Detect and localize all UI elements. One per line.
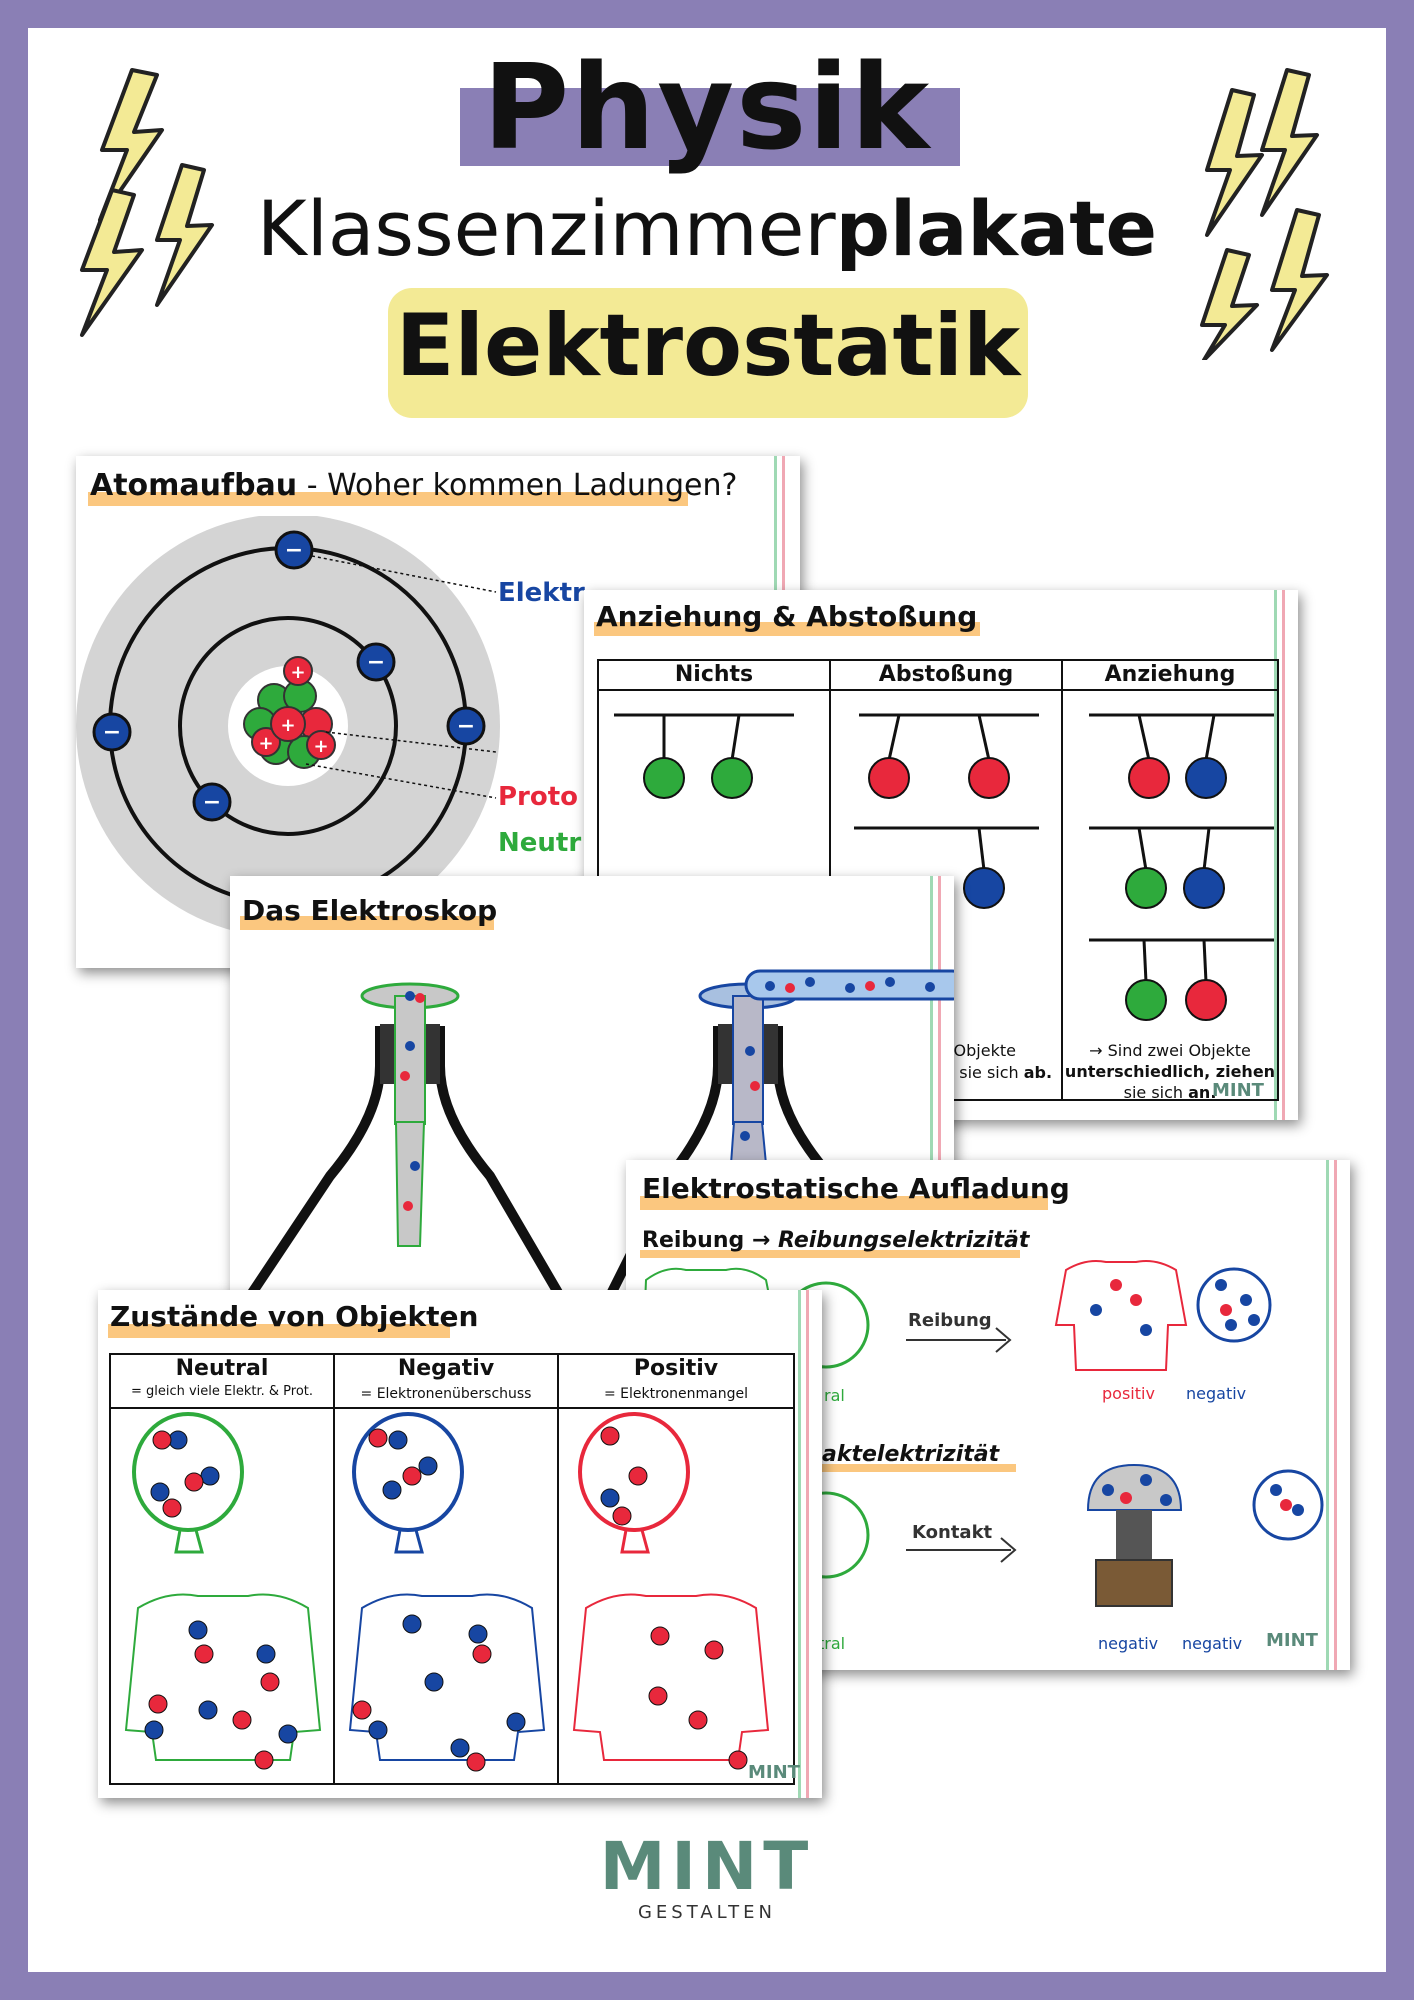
lightning-bolt-icon: [1200, 68, 1329, 360]
label-proton: Proto: [498, 782, 579, 812]
poster-title: Elektrostatische Aufladung: [642, 1172, 1070, 1205]
column-header-positiv: Positiv: [633, 1356, 719, 1381]
lightning-bolt-icon: [80, 68, 214, 337]
charging-subtitle-contact: aktelektrizität: [822, 1442, 1000, 1467]
label-positive: positiv: [1102, 1384, 1155, 1403]
svg-text:+: +: [258, 733, 273, 754]
column-header-neutral: Neutral: [175, 1356, 269, 1381]
charging-diagram: [642, 1260, 1324, 1607]
brand-logo-small: MINT: [1266, 1630, 1318, 1651]
svg-text:−: −: [457, 714, 475, 739]
poster-title: Atomaufbau - Woher kommen Ladungen?: [90, 468, 738, 503]
atom-diagram: + + + + − − − − −: [76, 516, 500, 938]
title-highlight: [640, 1196, 1048, 1210]
column-sub-negativ: = Elektronenüberschuss: [360, 1386, 532, 1402]
poster-title: Anziehung & Abstoßung: [596, 600, 978, 633]
label-electron: Elektr: [498, 578, 585, 608]
poster-stripes: [930, 876, 944, 1346]
arrow-label-friction: Reibung: [908, 1310, 992, 1331]
poster-title: Zustände von Objekten: [110, 1300, 479, 1333]
title-bar: [460, 88, 960, 166]
topic-label: Elektrostatik: [395, 296, 1021, 396]
topic-pill: [388, 288, 1028, 418]
poster-stripes: [1326, 1160, 1340, 1670]
svg-text:+: +: [280, 715, 295, 736]
poster-electroscope: Das Elektroskop: [230, 876, 954, 1346]
brand-logo-subtitle: GESTALTEN: [637, 1902, 777, 1923]
poster-stripes: [1274, 590, 1288, 1120]
brand-logo-small: MINT: [748, 1762, 800, 1783]
title-highlight: [594, 622, 980, 636]
label-negative: negativ: [1098, 1634, 1159, 1653]
label-negative: negativ: [1182, 1634, 1243, 1653]
title-highlight: [240, 916, 494, 930]
column-header-abstossung: Abstoßung: [878, 662, 1014, 687]
neutral-cut-label: tral: [818, 1634, 846, 1653]
title-highlight: [108, 1324, 450, 1338]
column-header-negativ: Negativ: [397, 1356, 495, 1381]
brand-logo-wordmark: MINT: [599, 1828, 815, 1905]
brand-logo-small: MINT: [1212, 1080, 1264, 1101]
page-subtitle: Klassenzimmerplakate: [256, 184, 1158, 273]
column-sub-neutral: = gleich viele Elektr. & Prot.: [130, 1384, 314, 1399]
states-table: [109, 1353, 795, 1785]
poster-stripes: [798, 1290, 812, 1798]
svg-text:+: +: [313, 736, 328, 757]
attraction-table: [597, 659, 1279, 1101]
title-highlight: [88, 492, 688, 506]
subtitle-highlight: [640, 1250, 1020, 1258]
neutral-cut-label: ral: [824, 1386, 845, 1405]
svg-text:−: −: [103, 720, 121, 745]
subtitle-highlight: [776, 1464, 1016, 1472]
page-title: Physik: [482, 38, 932, 176]
poster-title: Das Elektroskop: [242, 894, 498, 927]
svg-text:−: −: [367, 650, 385, 675]
svg-text:−: −: [203, 790, 221, 815]
label-neutron: Neutr: [498, 828, 582, 858]
poster-states: Zustände von Objekten Neutral = gleich v…: [98, 1290, 822, 1798]
svg-text:+: +: [290, 662, 305, 683]
charging-subtitle-friction: Reibung → Reibungselektrizität: [642, 1228, 1030, 1253]
column-header-anziehung: Anziehung: [1104, 662, 1236, 687]
svg-text:−: −: [285, 538, 303, 563]
label-negative: negativ: [1186, 1384, 1247, 1403]
brand-logo: MINT GESTALTEN: [590, 1828, 824, 1924]
arrow-label-contact: Kontakt: [912, 1522, 993, 1543]
column-sub-positiv: = Elektronenmangel: [604, 1386, 748, 1402]
column-header-nichts: Nichts: [674, 662, 754, 687]
